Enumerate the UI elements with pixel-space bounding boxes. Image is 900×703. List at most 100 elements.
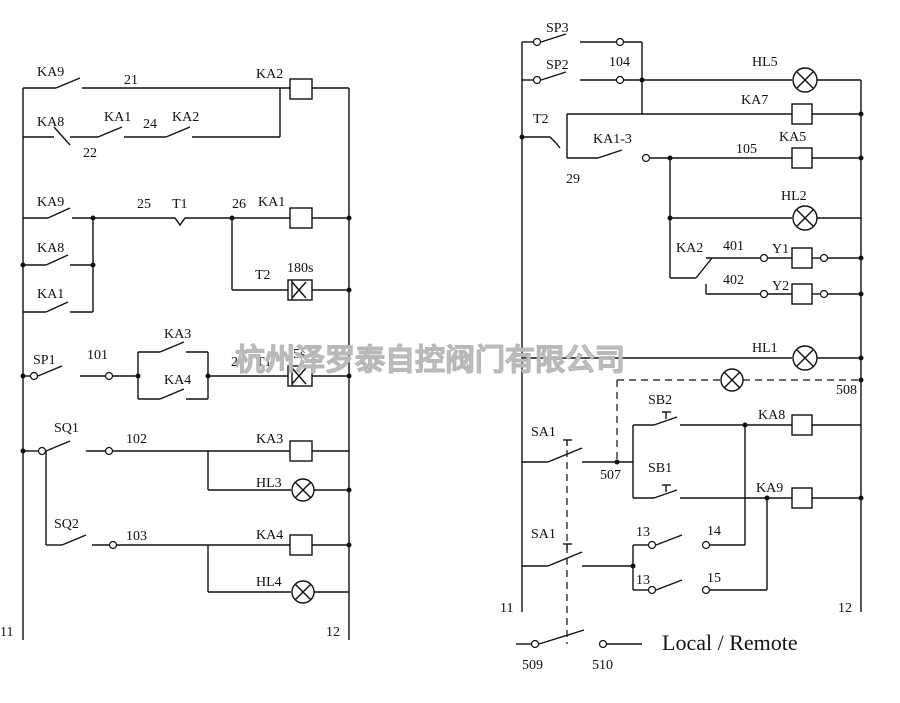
y1-coil <box>791 247 813 269</box>
label-29: 29 <box>566 172 580 187</box>
terminal-509 <box>530 639 540 649</box>
rung-local-buttons <box>522 425 768 595</box>
rung-ka2 <box>23 77 349 146</box>
ka8-nc-contact <box>53 126 71 146</box>
label-402: 402 <box>723 273 744 288</box>
label-5s: 5s <box>293 347 305 362</box>
label-14: 14 <box>707 524 721 539</box>
rung-ka1 <box>20 207 352 313</box>
label-26: 26 <box>232 197 246 212</box>
sb2-button <box>653 416 678 426</box>
label-ka2-coil: KA2 <box>256 67 283 82</box>
selector-contact <box>538 629 585 645</box>
sq1-contact <box>45 440 71 452</box>
label-t2-coil: T2 <box>255 268 271 283</box>
label-509: 509 <box>522 658 543 673</box>
t1-nc-contact <box>166 217 216 227</box>
rung-ka3 <box>20 440 352 604</box>
ka9-b-contact <box>47 207 71 219</box>
label-sp1: SP1 <box>33 353 56 368</box>
label-24: 24 <box>143 117 157 132</box>
rung-ka5 <box>519 114 864 169</box>
label-15: 15 <box>707 571 721 586</box>
label-ka7: KA7 <box>741 93 768 108</box>
ka1-coil <box>289 207 313 229</box>
label-105: 105 <box>736 142 757 157</box>
ka4-contact <box>159 388 185 400</box>
label-401: 401 <box>723 239 744 254</box>
label-sq2: SQ2 <box>54 517 79 532</box>
ka7-coil <box>791 103 813 125</box>
ka9-contact <box>55 77 81 89</box>
rung-hl1 <box>522 345 864 371</box>
local-button-14 <box>655 534 683 546</box>
label-sb1: SB1 <box>648 461 672 476</box>
ka9-coil <box>791 487 813 509</box>
ka1-3-contact <box>597 149 623 159</box>
label-ka4-a: KA4 <box>164 373 191 388</box>
rung-ka8-ka9 <box>522 411 864 509</box>
ka8-coil <box>791 414 813 436</box>
rung-ka7 <box>567 103 864 125</box>
label-t2: T2 <box>533 112 549 127</box>
label-ka3-coil: KA3 <box>256 432 283 447</box>
label-ka8-a: KA8 <box>37 115 64 130</box>
local-button-15 <box>655 579 683 591</box>
label-180s: 180s <box>287 261 313 276</box>
right-circuit: 11 12 SP3 SP2 104 HL5 KA7 T2 KA1-3 KA5 1… <box>500 21 864 673</box>
sa1-b-contact <box>547 551 583 567</box>
sq2-contact <box>61 534 87 546</box>
company-watermark: 杭州泽罗泰自控阀门有限公司 <box>235 343 625 378</box>
label-ka8: KA8 <box>758 408 785 423</box>
ka4-coil <box>289 534 313 556</box>
label-hl3: HL3 <box>256 476 282 491</box>
label-ka3-a: KA3 <box>164 327 191 342</box>
label-27: 27 <box>231 355 245 370</box>
sp1-contact <box>37 365 63 377</box>
sp3-contact <box>540 33 567 43</box>
y2-coil <box>791 283 813 305</box>
ka8-b-contact <box>45 254 69 266</box>
t2-contact <box>549 136 561 149</box>
ka2-changeover-contact <box>695 257 713 279</box>
label-ka4-coil: KA4 <box>256 528 283 543</box>
terminal-510 <box>598 639 608 649</box>
label-ka1-3: KA1-3 <box>593 132 632 147</box>
label-508: 508 <box>836 383 857 398</box>
label-22: 22 <box>83 146 97 161</box>
label-sp3: SP3 <box>546 21 569 36</box>
left-rail-label: 11 <box>0 625 13 640</box>
left-circuit: 11 12 KA9 21 KA2 KA8 KA1 24 KA2 22 KA9 2… <box>0 65 352 640</box>
label-ka9: KA9 <box>756 481 783 496</box>
rung-hl5 <box>522 33 861 114</box>
label-13-a: 13 <box>636 525 650 540</box>
ka3-coil <box>289 440 313 462</box>
label-ka9-a: KA9 <box>37 65 64 80</box>
label-101: 101 <box>87 348 108 363</box>
label-21: 21 <box>124 73 138 88</box>
ka5-coil <box>791 147 813 169</box>
label-t1-coil: T1 <box>256 355 272 370</box>
label-ka2-a: KA2 <box>172 110 199 125</box>
label-13-b: 13 <box>636 573 650 588</box>
label-102: 102 <box>126 432 147 447</box>
ka3-contact <box>159 341 185 353</box>
label-y2: Y2 <box>772 279 789 294</box>
local-remote-selector <box>516 629 642 649</box>
label-hl4: HL4 <box>256 575 282 590</box>
sp2-contact <box>540 71 567 81</box>
label-ka5: KA5 <box>779 130 806 145</box>
label-ka1-coil: KA1 <box>258 195 285 210</box>
rung-remote-lamp <box>616 368 864 460</box>
ka2-hold-contact <box>165 126 191 138</box>
sq1-terminal <box>37 446 47 456</box>
label-ka2: KA2 <box>676 241 703 256</box>
label-hl5: HL5 <box>752 55 778 70</box>
right-left-rail-label: 11 <box>500 601 513 616</box>
rung-t1 <box>20 341 352 400</box>
right-right-rail-label: 12 <box>838 601 852 616</box>
ka2-coil <box>289 78 313 100</box>
label-y1: Y1 <box>772 242 789 257</box>
label-ka1-a: KA1 <box>104 110 131 125</box>
